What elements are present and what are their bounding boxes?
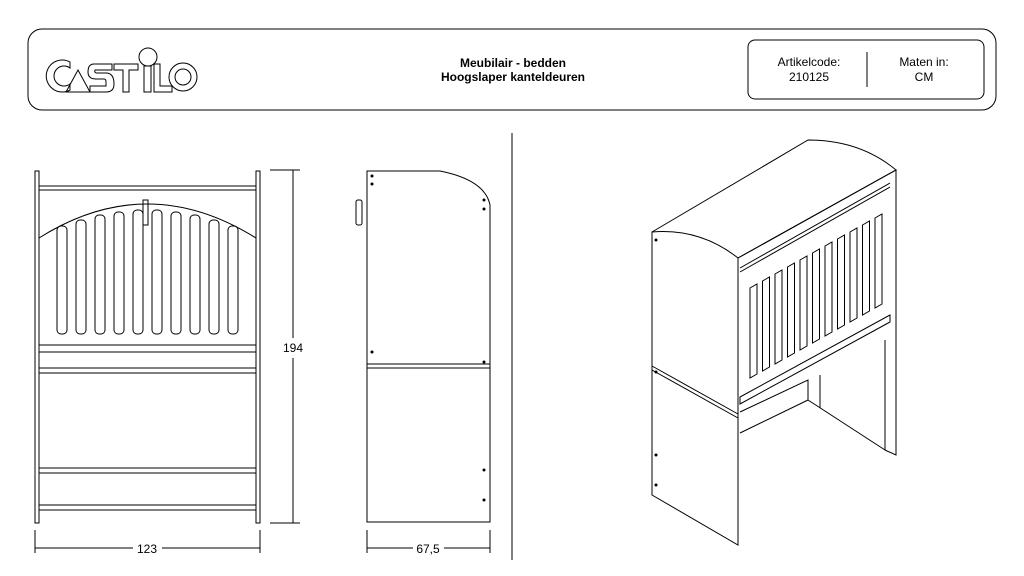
iso-slat (749, 283, 758, 379)
width-value: 123 (137, 542, 157, 556)
iso-slat (799, 255, 808, 351)
front-slat (132, 209, 144, 335)
depth-dimension: 67,5 (366, 530, 491, 556)
castilo-logo (45, 47, 198, 93)
product-title: Hoogslaper kanteldeuren (441, 70, 585, 84)
iso-slat (874, 213, 883, 309)
front-slat (189, 214, 201, 335)
front-view (34, 170, 261, 524)
front-slat (208, 219, 220, 335)
side-view (355, 170, 491, 523)
front-slat (113, 211, 125, 335)
front-slat (227, 225, 239, 335)
iso-slat (762, 276, 770, 372)
units-value: CM (915, 70, 934, 84)
iso-slat (812, 248, 820, 344)
category-title: Meubilair - bedden (460, 56, 566, 70)
depth-value: 67,5 (416, 542, 440, 556)
front-slat (56, 225, 68, 335)
height-dimension: 194 (270, 169, 303, 524)
article-code: 210125 (789, 70, 829, 84)
title-block: Meubilair - bedden Hoogslaper kanteldeur… (27, 28, 997, 111)
iso-slat (849, 227, 858, 323)
front-slat (170, 211, 182, 335)
article-code-label: Artikelcode: (778, 55, 841, 69)
height-value: 194 (283, 341, 303, 355)
front-slat (75, 219, 87, 335)
iso-slat (837, 234, 845, 330)
isometric-view (651, 139, 897, 546)
units-label: Maten in: (899, 55, 948, 69)
iso-slat (824, 241, 833, 337)
iso-slat (774, 269, 783, 365)
front-slat (94, 214, 106, 335)
width-dimension: 123 (34, 530, 261, 556)
iso-slat (787, 262, 795, 358)
iso-slat (862, 220, 870, 316)
front-slat (151, 209, 163, 335)
